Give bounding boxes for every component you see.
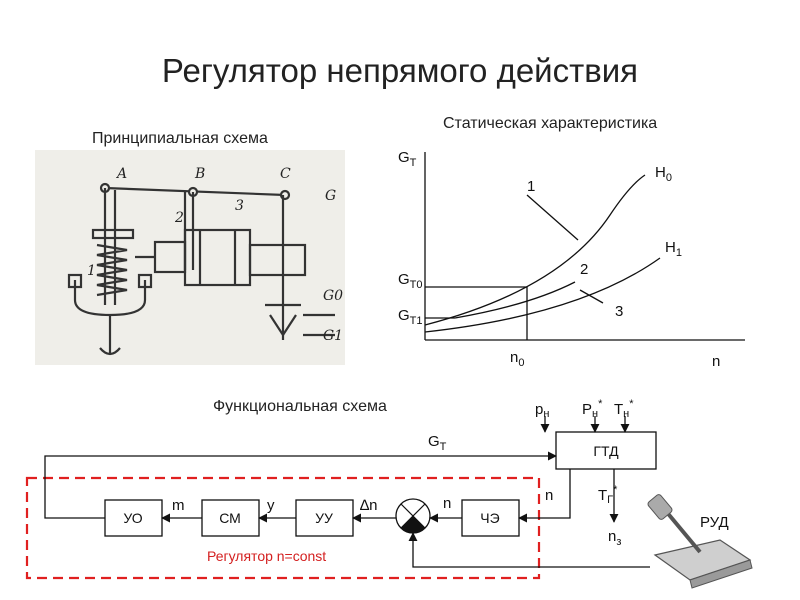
rud-label: РУД <box>700 514 729 531</box>
uu-label: УУ <box>315 510 333 526</box>
curve-2 <box>454 281 576 319</box>
schematic-label-b: B <box>194 166 205 182</box>
che-n-label: n <box>443 495 451 512</box>
schematic-label-a: A <box>115 166 127 182</box>
schematic-label-g0: G0 <box>323 288 343 304</box>
uo-label: УО <box>123 510 142 526</box>
che-block <box>461 499 520 537</box>
uo-block <box>104 499 163 537</box>
y-tick-gt1: GT1 <box>398 307 423 327</box>
point-label-1: 1 <box>527 178 535 195</box>
schematic-label-g: G <box>325 188 336 204</box>
line-3 <box>579 289 604 304</box>
schematic-label-2: 2 <box>174 210 184 226</box>
static-characteristic-heading: Статическая характеристика <box>443 115 658 132</box>
schematic-heading: Принципиальная схема <box>92 130 268 147</box>
regulator-boundary <box>25 476 541 580</box>
m-signal-label: m <box>172 497 185 514</box>
nz-signal-label: nз <box>608 528 621 548</box>
n-output-label: n <box>545 487 553 504</box>
schematic-label-c: C <box>280 166 291 182</box>
y-tick-gt0: GT0 <box>398 271 423 291</box>
input-tn-star-label: Tн* <box>614 398 634 420</box>
nz-signal-line <box>408 532 650 568</box>
y-signal-label: y <box>267 497 275 514</box>
functional-scheme: ГТД УО СМ УУ ЧЭ pн Pн* Tн* GT n TГ* <box>25 398 753 589</box>
gtd-block <box>555 431 657 470</box>
tg-output-label: TГ* <box>598 484 618 506</box>
functional-scheme-heading: Функциональная схема <box>213 398 387 415</box>
principal-schematic-image: A B C G G0 G1 1 2 3 <box>35 150 345 365</box>
y-axis-label: GT <box>398 149 417 169</box>
summing-junction <box>395 498 431 534</box>
gt-signal-line <box>44 451 557 519</box>
gtd-label: ГТД <box>593 443 619 459</box>
delta-n-label: ∆n <box>360 497 378 514</box>
x-axis-label: n <box>712 353 720 370</box>
gt-signal-label: GT <box>428 433 447 453</box>
che-label: ЧЭ <box>480 510 499 526</box>
curve-label-h1: H1 <box>665 239 682 259</box>
page-title: Регулятор непрямого действия <box>161 52 639 89</box>
curve-h0 <box>424 174 646 326</box>
throttle-lever-icon <box>647 494 753 589</box>
static-characteristic-chart: GT n GT0 GT1 n0 H0 H1 1 2 3 <box>398 149 745 370</box>
input-pn-star-label: Pн* <box>582 398 603 420</box>
n-output-line <box>518 469 571 523</box>
curve-h1 <box>424 257 661 333</box>
point-label-3: 3 <box>615 303 623 320</box>
point-label-2: 2 <box>580 261 588 278</box>
input-pn-label: pн <box>535 401 549 420</box>
uu-block <box>295 499 354 537</box>
sm-label: СМ <box>219 510 241 526</box>
regulator-label: Регулятор n=const <box>207 548 326 564</box>
schematic-label-3: 3 <box>235 198 244 214</box>
schematic-label-1: 1 <box>87 263 96 279</box>
schematic-label-g1: G1 <box>323 328 343 344</box>
x-tick-n0: n0 <box>510 349 524 369</box>
curve-label-h0: H0 <box>655 164 672 184</box>
line-1 <box>526 194 579 241</box>
